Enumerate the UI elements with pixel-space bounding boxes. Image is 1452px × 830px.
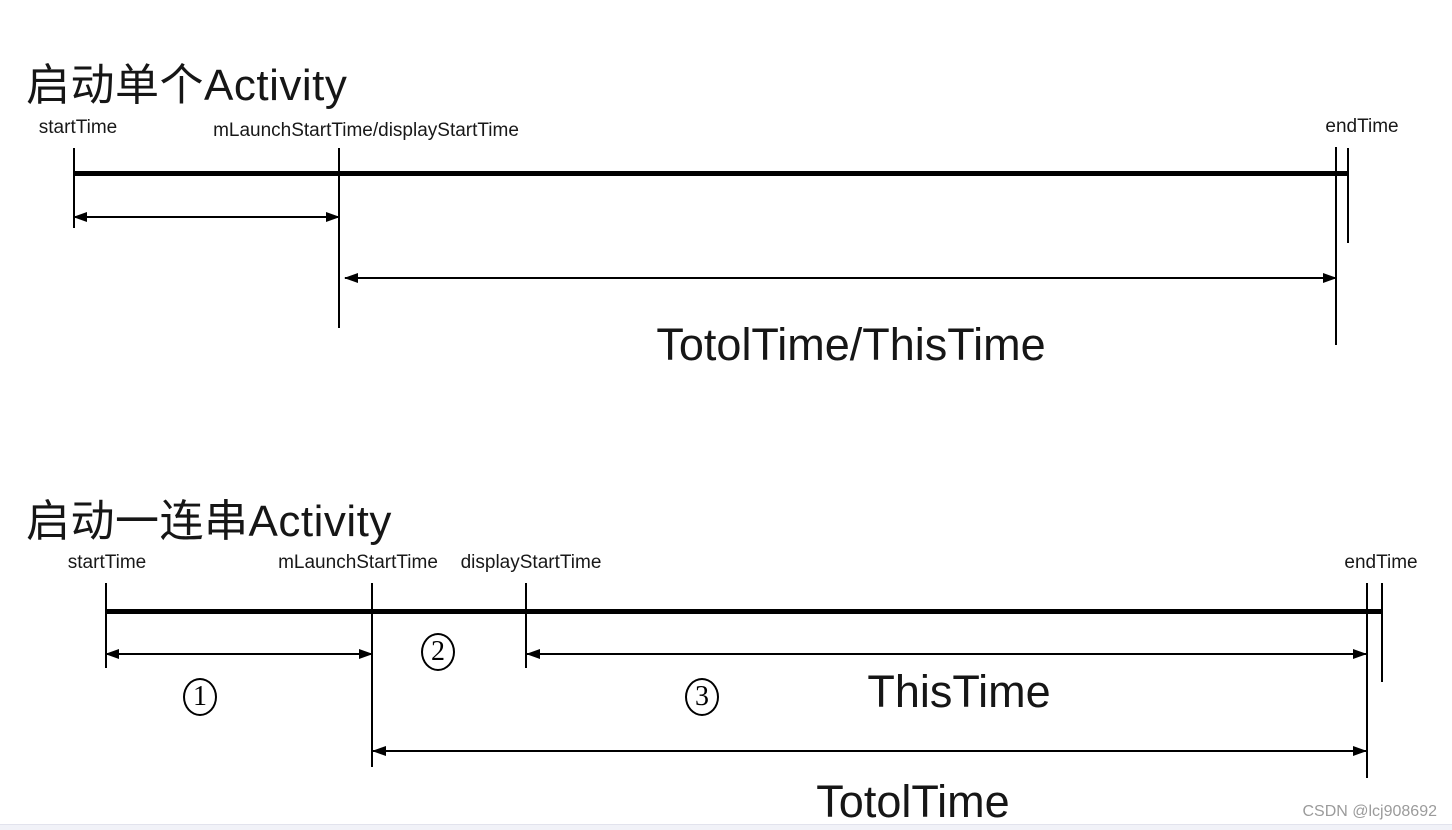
timeline-series bbox=[106, 609, 1383, 614]
circled-marker-1: 1 bbox=[183, 678, 217, 716]
label-display-start-time: displayStartTime bbox=[460, 552, 602, 573]
label-start-time: startTime bbox=[38, 117, 118, 138]
arrowhead-right bbox=[359, 649, 373, 659]
label-launch-start-time: mLaunchStartTime bbox=[278, 552, 438, 573]
label-end-time: endTime bbox=[1344, 552, 1418, 573]
tick-end-time-outer bbox=[1381, 583, 1383, 682]
arrowhead-left bbox=[344, 273, 358, 283]
arrowhead-right bbox=[1353, 746, 1367, 756]
tick-end-time-inner bbox=[1366, 583, 1368, 778]
marker-digit: 3 bbox=[695, 681, 709, 712]
series-activity-title: 启动一连串Activity bbox=[26, 497, 392, 547]
arrowhead-left bbox=[372, 746, 386, 756]
footer-strip bbox=[0, 824, 1452, 830]
csdn-watermark: CSDN @lcj908692 bbox=[1302, 803, 1437, 820]
tick-launch-start-time bbox=[371, 583, 373, 767]
tick-start-time bbox=[105, 583, 107, 668]
arrowhead-right bbox=[326, 212, 340, 222]
single-activity-title: 启动单个Activity bbox=[26, 61, 348, 111]
timeline-single bbox=[74, 171, 1349, 176]
interval-arrow-totoltime-thistime bbox=[344, 273, 1337, 283]
marker-digit: 1 bbox=[193, 681, 207, 712]
interval-arrow-thistime bbox=[526, 649, 1367, 659]
label-totoltime-thistime: TotolTime/ThisTime bbox=[656, 319, 1046, 370]
arrowhead-right bbox=[1323, 273, 1337, 283]
arrowhead-left bbox=[73, 212, 87, 222]
tick-launch-display-start-time bbox=[338, 148, 340, 328]
circled-marker-2: 2 bbox=[421, 633, 455, 671]
tick-start-time bbox=[73, 148, 75, 228]
tick-display-start-time bbox=[525, 583, 527, 668]
interval-arrow-segment-1 bbox=[105, 649, 373, 659]
interval-arrow-start-to-launch bbox=[73, 212, 340, 222]
tick-end-time-inner bbox=[1335, 147, 1337, 345]
label-start-time: startTime bbox=[67, 552, 147, 573]
label-thistime: ThisTime bbox=[867, 666, 1051, 717]
arrowhead-left bbox=[526, 649, 540, 659]
tick-end-time-outer bbox=[1347, 148, 1349, 243]
interval-arrow-totoltime bbox=[372, 746, 1367, 756]
label-totoltime: TotolTime bbox=[816, 776, 1010, 827]
circled-marker-3: 3 bbox=[685, 678, 719, 716]
arrowhead-left bbox=[105, 649, 119, 659]
label-launch-display-start-time: mLaunchStartTime/displayStartTime bbox=[213, 120, 519, 141]
label-end-time: endTime bbox=[1325, 116, 1399, 137]
arrowhead-right bbox=[1353, 649, 1367, 659]
marker-digit: 2 bbox=[431, 636, 445, 667]
